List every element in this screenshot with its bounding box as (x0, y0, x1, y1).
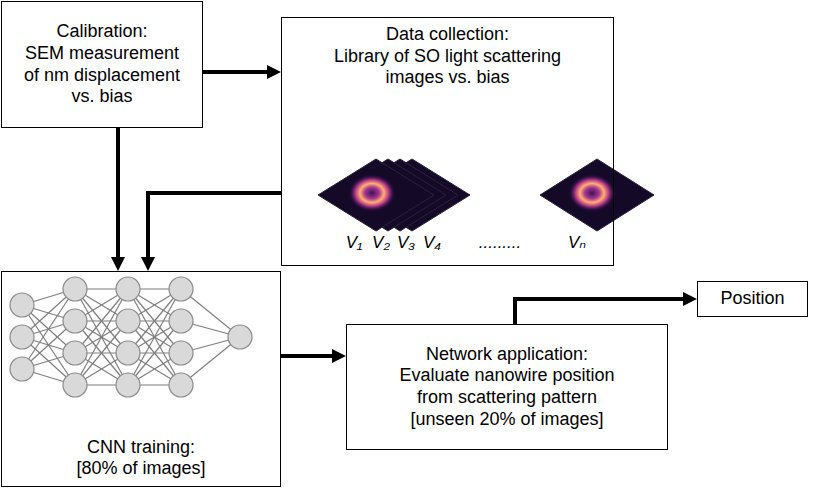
network-connections (22, 289, 240, 385)
flow-arrow (281, 354, 332, 358)
voltage-label: V₄ (423, 233, 441, 253)
output-box: Position (697, 281, 808, 317)
box-heading: CNN training: (87, 437, 195, 459)
network-application-box: Network application:Evaluate nanowire po… (346, 324, 668, 450)
voltage-label: V₁ (346, 233, 363, 253)
network-neuron (63, 309, 87, 333)
voltage-label: ......... (479, 233, 522, 253)
cnn-training-box: CNN training:[80% of images] (1, 271, 281, 487)
network-neuron (63, 277, 87, 301)
flow-arrow (203, 70, 267, 74)
network-neuron (169, 373, 193, 397)
network-neuron (63, 341, 87, 365)
scattering-pattern (568, 174, 616, 212)
data-collection-box: Data collection:Library of SO light scat… (281, 17, 614, 266)
scattering-image (318, 159, 434, 231)
box-heading: Data collection: (386, 24, 509, 46)
network-neuron (116, 309, 140, 333)
network-connection (128, 289, 181, 385)
box-text: [80% of images] (76, 458, 205, 480)
network-neuron (169, 277, 193, 301)
box-text: SEM measurement of nm displacement vs. b… (20, 43, 185, 108)
network-neuron (116, 373, 140, 397)
network-neuron (116, 277, 140, 301)
voltage-label: Vₙ (568, 233, 586, 253)
network-neuron (169, 309, 193, 333)
network-neurons (10, 277, 252, 397)
voltage-label: V₃ (397, 233, 415, 253)
neural-network-icon (10, 277, 252, 397)
calibration-box: Calibration:SEM measurement of nm displa… (1, 1, 203, 128)
box-text: Position (720, 288, 784, 310)
scattering-image (540, 159, 654, 231)
network-neuron (63, 373, 87, 397)
box-text: Evaluate nanowire position from scatteri… (390, 365, 625, 430)
network-neuron (10, 325, 34, 349)
network-connection (128, 289, 181, 385)
voltage-label: V₂ (372, 233, 390, 253)
flow-arrow (515, 299, 683, 324)
network-neuron (10, 293, 34, 317)
box-text: Library of SO light scattering images vs… (323, 46, 573, 89)
flow-arrow (148, 193, 281, 257)
box-heading: Calibration: (56, 21, 147, 43)
network-neuron (169, 341, 193, 365)
box-heading: Network application: (426, 344, 588, 366)
scattering-image-stack (318, 159, 654, 231)
network-neuron (116, 341, 140, 365)
network-connection (75, 289, 128, 385)
network-neuron (228, 325, 252, 349)
flow-arrow (116, 128, 120, 257)
scattering-pattern (348, 174, 396, 212)
network-connection (75, 289, 128, 385)
network-neuron (10, 357, 34, 381)
